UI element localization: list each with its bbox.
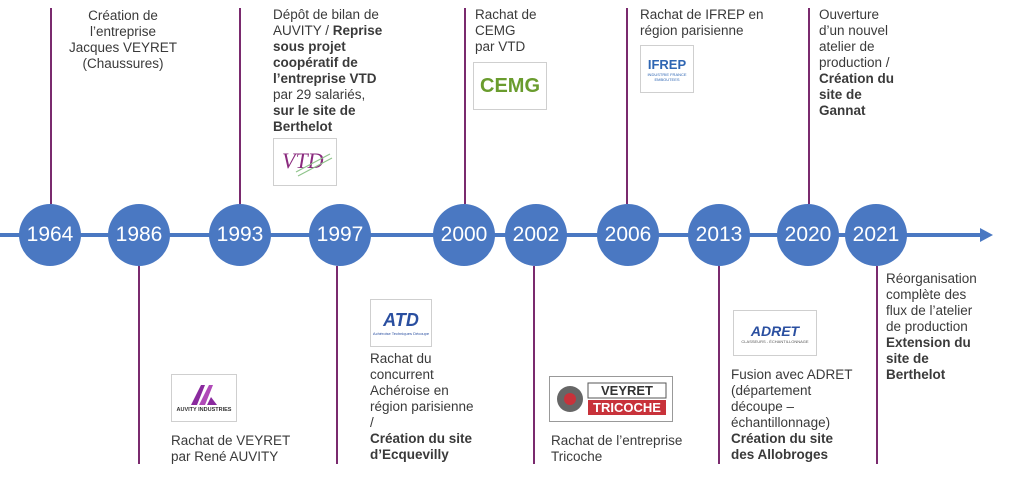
event-1964: Création de l’entreprise Jacques VEYRET … bbox=[68, 8, 178, 71]
event-1986: Rachat de VEYRET par René AUVITY bbox=[171, 433, 291, 464]
cemg-logo: CEMG bbox=[473, 62, 547, 110]
event-2006: Rachat de IFREP en région parisienne bbox=[640, 7, 764, 38]
atd-logo: ATD Achéroise Techniques Découpe bbox=[370, 299, 432, 347]
year-label: 2002 bbox=[512, 223, 560, 246]
connector-2021 bbox=[876, 266, 878, 464]
year-node-1986: 1986 bbox=[108, 204, 170, 266]
year-node-1997: 1997 bbox=[309, 204, 371, 266]
ifrep-logo: IFREP INDUSTRIE FRANCE EMBOUTEES bbox=[640, 45, 694, 93]
year-node-2020: 2020 bbox=[777, 204, 839, 266]
year-node-2021: 2021 bbox=[845, 204, 907, 266]
connector-1964 bbox=[50, 8, 52, 204]
connector-1997 bbox=[336, 266, 338, 464]
year-label: 2021 bbox=[852, 223, 900, 246]
year-node-2013: 2013 bbox=[688, 204, 750, 266]
year-node-2006: 2006 bbox=[597, 204, 659, 266]
adret-logo: ADRET CLASSEURS - ÉCHANTILLONNAGE bbox=[733, 310, 817, 356]
year-label: 2013 bbox=[695, 223, 743, 246]
year-label: 1964 bbox=[26, 223, 74, 246]
year-label: 1997 bbox=[316, 223, 364, 246]
svg-text:TRICOCHE: TRICOCHE bbox=[593, 400, 661, 415]
year-label: 1993 bbox=[216, 223, 264, 246]
svg-text:VEYRET: VEYRET bbox=[601, 383, 653, 398]
event-2020: Ouverture d’un nouvel atelier de product… bbox=[819, 7, 895, 118]
connector-1993 bbox=[239, 8, 241, 204]
connector-2002 bbox=[533, 266, 535, 464]
veyret-tricoche-logo: VEYRET TRICOCHE bbox=[549, 376, 673, 422]
year-node-2000: 2000 bbox=[433, 204, 495, 266]
year-node-2002: 2002 bbox=[505, 204, 567, 266]
year-label: 2020 bbox=[784, 223, 832, 246]
timeline-arrow-icon bbox=[980, 228, 993, 242]
connector-1986 bbox=[138, 266, 140, 464]
vtd-logo-icon: VTD bbox=[282, 148, 333, 177]
year-node-1993: 1993 bbox=[209, 204, 271, 266]
veyret-tricoche-logo-icon: VEYRET TRICOCHE bbox=[557, 382, 667, 415]
vtd-logo: VTD bbox=[273, 138, 337, 186]
year-label: 2006 bbox=[604, 223, 652, 246]
year-node-1964: 1964 bbox=[19, 204, 81, 266]
connector-2006 bbox=[626, 8, 628, 204]
event-1997: Rachat du concurrent Achéroise en région… bbox=[370, 351, 474, 462]
event-2002: Rachat de l’entreprise Tricoche bbox=[551, 433, 683, 464]
event-2013: Fusion avec ADRET (département découpe –… bbox=[731, 367, 853, 462]
event-2021: Réorganisation complète des flux de l’at… bbox=[886, 271, 977, 382]
event-1993: Dépôt de bilan de AUVITY / Reprise sous … bbox=[273, 7, 383, 134]
year-label: 2000 bbox=[440, 223, 488, 246]
auvity-logo: AUVITY INDUSTRIES bbox=[171, 374, 237, 422]
event-2000: Rachat de CEMG par VTD bbox=[475, 7, 537, 54]
auvity-logo-icon bbox=[191, 385, 217, 405]
year-label: 1986 bbox=[115, 223, 163, 246]
connector-2013 bbox=[718, 266, 720, 464]
connector-2020 bbox=[808, 8, 810, 204]
connector-2000 bbox=[464, 8, 466, 204]
